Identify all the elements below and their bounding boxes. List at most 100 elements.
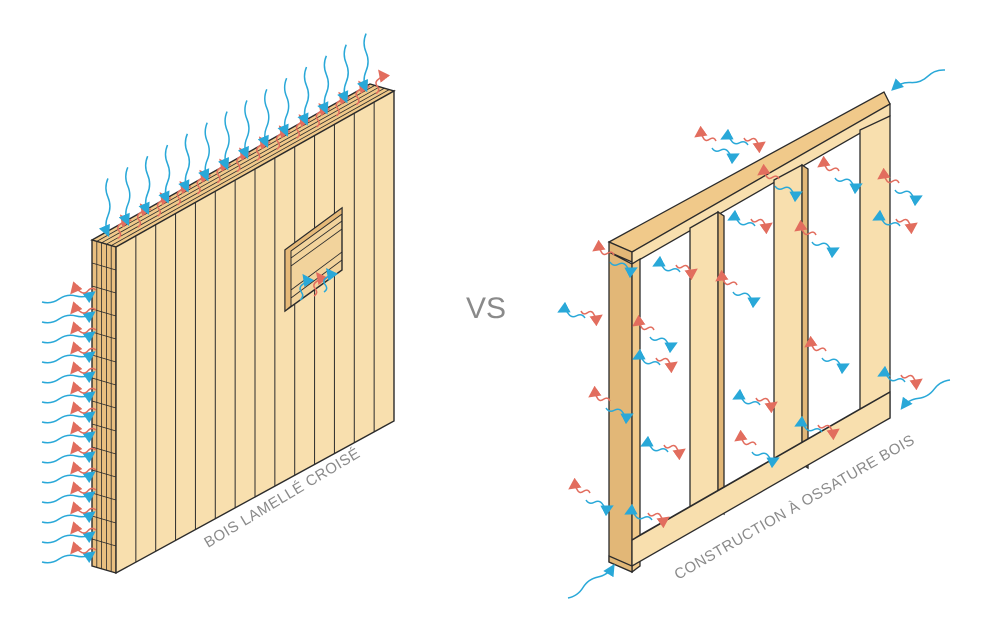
airflow-in-arrow (198, 122, 210, 182)
airflow-out-arrow (877, 167, 900, 184)
clt-side-joint (91, 538, 117, 547)
clt-layer-lines (91, 85, 390, 572)
airflow-out-arrow (734, 429, 757, 446)
airflow-out-arrow (588, 385, 611, 402)
airflow-out-arrow (757, 163, 780, 180)
clt-side-joint (91, 377, 117, 386)
airflow-in-arrow (794, 415, 823, 433)
clt-layer-line (101, 86, 380, 244)
airflow-out-arrow (655, 357, 678, 374)
frame-bottom-plate-end (608, 555, 633, 573)
airflow-out-arrow (568, 477, 591, 494)
frame-stud-1 (689, 210, 719, 528)
airflow-out-arrow (750, 218, 773, 235)
airflow-out-arrow (70, 461, 97, 475)
clt-side-joint (91, 354, 117, 363)
airflow-in-arrow (877, 365, 906, 383)
airflow-in-arrow (41, 291, 96, 304)
airflow-in-arrow (41, 451, 96, 464)
airflow-in-arrow (41, 331, 96, 344)
airflow-out-arrow (375, 69, 391, 95)
airflow-in-arrow (41, 411, 96, 424)
airflow-in-arrow (720, 128, 749, 146)
airflow-out-arrow (70, 521, 97, 535)
airflow-out-arrow (694, 125, 717, 142)
airflow-out-arrow (675, 264, 698, 281)
frame-left-stud-side (608, 250, 633, 573)
frame-top-plate (607, 91, 891, 253)
airflow-out-arrow (817, 155, 840, 172)
timber-frame: CONSTRUCTION À OSSATURE BOIS (607, 91, 918, 583)
airflow-out-arrow (592, 239, 615, 256)
airflow-in-arrow (277, 77, 290, 137)
airflow-in-arrow (41, 511, 96, 524)
airflow-in-arrow (821, 357, 850, 375)
clt-board-lines (135, 102, 375, 563)
airflow-out-arrow (70, 421, 97, 435)
clt-side-joint (91, 308, 117, 317)
clt-window-reveal (284, 207, 343, 313)
airflow-in-arrow (323, 267, 339, 293)
airflow-in-arrow (337, 44, 349, 104)
vs-label: VS (466, 292, 506, 325)
clt-side-joint (91, 423, 117, 432)
airflow-out-arrow (743, 137, 766, 154)
clt-side-joint (91, 446, 117, 455)
airflow-out-arrow (804, 335, 827, 352)
airflow-in-arrow (811, 241, 840, 259)
airflow-in-arrow (711, 147, 740, 165)
airflow-in-arrow (41, 551, 96, 564)
airflow-out-arrow (313, 271, 329, 297)
frame-top-plate-face (631, 102, 891, 266)
airflow-out-arrow (580, 310, 603, 327)
airflow-in-arrow (41, 391, 96, 404)
clt-layer-line (111, 89, 390, 246)
airflow-in-arrow (732, 291, 761, 309)
airflow-in-arrow (138, 155, 151, 215)
airflow-in-arrow (297, 66, 310, 126)
airflow-in-arrow (649, 336, 678, 354)
frame-right-stud (859, 114, 891, 436)
clt-side-joint (91, 492, 117, 501)
airflow-out-arrow (70, 541, 97, 555)
airflow-out-arrow (70, 401, 97, 415)
airflow-in-arrow (257, 88, 270, 149)
airflow-in-arrow (774, 185, 803, 203)
airflow-out-arrow (70, 441, 97, 455)
clt-panel: BOIS LAMELLÉ CROISÉ (90, 83, 396, 575)
airflow-out-arrow (70, 361, 97, 375)
frame-bottom-plate-top (631, 391, 891, 541)
clt-side-joint (91, 285, 117, 294)
airflow-in-arrow (98, 178, 111, 238)
airflow-out-arrow (70, 481, 97, 495)
airflow-out-arrow (895, 218, 918, 235)
airflow-out-arrow (70, 381, 97, 395)
airflow-in-arrow (237, 100, 250, 160)
airflow-in-arrow (118, 166, 131, 227)
airflow-in-arrow (41, 311, 96, 324)
airflow-out-arrow (632, 314, 655, 331)
airflow-in-arrow (605, 407, 634, 425)
airflow-out-arrow (715, 269, 738, 286)
airflow-out-arrow (70, 301, 97, 315)
frame-left-stud (631, 257, 641, 574)
airflow-in-arrow (751, 451, 780, 469)
clt-side-joint (91, 400, 117, 409)
airflow-in-arrow (218, 111, 230, 171)
airflow-in-arrow (640, 435, 669, 453)
airflow-in-arrow (41, 371, 96, 384)
airflow-in-arrow (158, 144, 171, 204)
airflow-in-arrow (834, 177, 863, 195)
clt-side-joint (91, 331, 117, 340)
airflow-in-arrow (585, 499, 614, 517)
airflow-in-arrow (652, 255, 681, 273)
airflow-in-arrow (624, 503, 653, 521)
airflow-in-arrow (567, 563, 615, 599)
frame-stud-2 (773, 163, 803, 482)
airflow-in-arrow (41, 431, 96, 444)
airflow-in-arrow (894, 189, 923, 207)
airflow-out-arrow (647, 512, 670, 529)
airflow-out-arrow (70, 341, 97, 355)
